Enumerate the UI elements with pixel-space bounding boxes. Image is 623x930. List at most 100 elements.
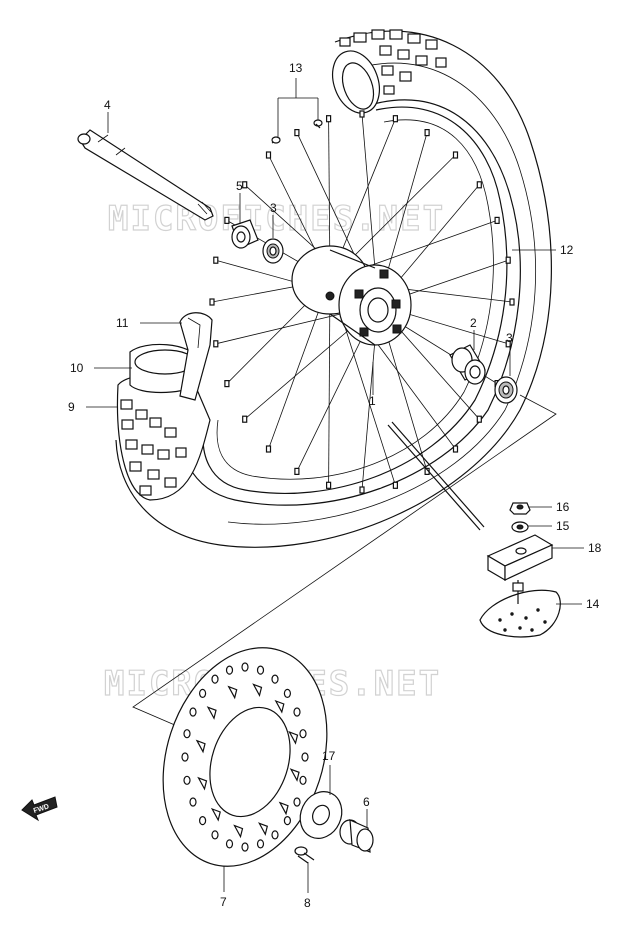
disc-slot — [227, 685, 238, 700]
callout-18: 18 — [588, 541, 602, 555]
disc-hole — [199, 815, 207, 826]
callout-9: 9 — [68, 400, 75, 414]
callout-11: 11 — [116, 316, 129, 330]
spoke-nipple — [424, 129, 430, 137]
spoke-nipple — [326, 481, 332, 489]
spoke-nipple — [392, 115, 398, 123]
rim-band — [179, 312, 213, 401]
callout-2: 2 — [470, 316, 477, 330]
axle — [77, 129, 214, 221]
disc-hole — [183, 729, 191, 739]
disc-hole — [293, 707, 301, 717]
spoke-nipple — [242, 181, 248, 189]
spoke-nipple — [326, 115, 332, 123]
rim-lock — [479, 580, 561, 638]
spoke-nipple — [452, 445, 459, 453]
spoke-nipple — [265, 445, 272, 453]
disc-slot — [288, 730, 299, 745]
callout-13: 13 — [289, 61, 303, 75]
disc-bolt — [294, 846, 315, 864]
spoke-nipple — [494, 216, 500, 224]
spoke-nipple — [265, 151, 272, 159]
disc-hole — [189, 707, 197, 717]
spoke-nipple — [294, 129, 300, 137]
disc-slot — [258, 822, 269, 836]
spoke-nipple — [213, 340, 219, 348]
spoke-nipple — [392, 481, 398, 489]
disc-hole — [283, 815, 291, 826]
callout-16: 16 — [556, 500, 570, 514]
watermark-top: MICROFICHES.NET — [108, 199, 445, 239]
callout-14: 14 — [586, 597, 600, 611]
spoke-nipple — [359, 110, 365, 118]
disc-slot — [210, 807, 221, 822]
disc-slot — [252, 683, 263, 698]
callout-3-right: 3 — [506, 331, 513, 345]
disc-slot — [197, 776, 208, 791]
fwd-label: FWD — [33, 803, 50, 815]
spacer-right — [449, 344, 486, 385]
disc-slot — [289, 768, 300, 782]
bearing-left — [262, 238, 284, 264]
disc-hole — [271, 674, 279, 684]
spoke-nipple — [509, 298, 515, 306]
callout-8: 8 — [304, 896, 311, 910]
rim-lock-block — [486, 534, 554, 582]
spoke-nipple — [224, 216, 230, 224]
callout-3-left: 3 — [270, 201, 277, 215]
callout-1: 1 — [369, 394, 376, 408]
disc-cover — [299, 791, 343, 839]
spoke-nipple — [359, 486, 365, 494]
disc-hole — [241, 842, 249, 852]
disc-slot — [233, 824, 244, 839]
disc-hole — [189, 797, 197, 807]
callout-7: 7 — [220, 895, 227, 909]
disc-hole — [181, 752, 189, 762]
disc-slot — [195, 739, 206, 754]
valve-line — [387, 421, 485, 531]
spoke-nipple — [476, 415, 482, 423]
spoke-nipple — [224, 380, 230, 388]
spoke-nipple — [209, 298, 215, 306]
disc-hole — [211, 830, 219, 840]
disc-hole — [299, 775, 307, 785]
spoke-nipple — [242, 415, 248, 423]
disc-hole — [211, 674, 219, 684]
spacer-left — [231, 219, 259, 249]
fwd-direction-icon: FWD — [21, 796, 58, 822]
disc-hole — [225, 665, 234, 675]
disc-slot — [278, 801, 289, 816]
callout-10: 10 — [70, 361, 84, 375]
leader-lines — [86, 78, 584, 893]
callout-labels: 1 2 3 3 4 5 6 7 8 9 10 11 12 13 14 15 16… — [68, 61, 602, 910]
washer — [511, 521, 529, 533]
spoke-nipple — [505, 256, 511, 264]
spoke-nipple — [452, 151, 459, 159]
disc-slot — [274, 699, 285, 714]
callout-15: 15 — [556, 519, 570, 533]
bearing-right — [494, 376, 518, 404]
collar — [339, 819, 374, 853]
spoke-nipple — [505, 340, 511, 348]
disc-hole — [283, 688, 291, 699]
callout-5: 5 — [236, 179, 243, 193]
spoke-nipples — [271, 119, 323, 144]
disc-hole — [293, 797, 301, 807]
disc-hole — [301, 752, 309, 762]
disc-hole — [299, 729, 307, 739]
disc-hole — [256, 839, 265, 849]
spoke-nipple — [476, 181, 482, 189]
disc-hole — [199, 688, 207, 699]
disc-hole — [183, 775, 191, 785]
top-tread-knobs — [339, 29, 447, 95]
section-boundary — [132, 394, 557, 736]
spoke-nipple — [213, 256, 219, 264]
brake-disc — [162, 647, 328, 867]
callout-4: 4 — [104, 98, 111, 112]
nut — [509, 502, 531, 515]
disc-hole — [241, 662, 249, 672]
tire-section — [116, 373, 211, 501]
disc-hole — [271, 830, 279, 840]
disc-slot — [206, 706, 217, 720]
